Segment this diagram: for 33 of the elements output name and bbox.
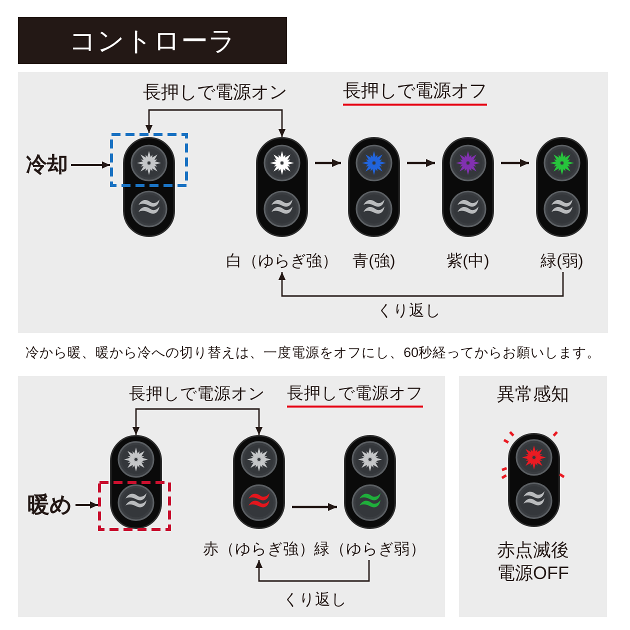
panel (459, 376, 607, 617)
highlight-frame (98, 481, 171, 531)
edge-label: 長押しで電源オン (143, 82, 287, 104)
panel-heading: 異常感知 (497, 384, 569, 406)
state-label: 青(強) (352, 252, 396, 272)
double-arrow (132, 408, 263, 435)
double-arrow (145, 109, 286, 137)
arrow (71, 161, 110, 169)
state-label: 白（ゆらぎ強） (226, 252, 338, 272)
edge-label: 長押しで電源オン (129, 385, 265, 405)
state-label: 緑(弱) (540, 252, 584, 272)
panel (18, 376, 445, 617)
arrow (501, 158, 529, 168)
edge-label: くり返し (283, 592, 347, 610)
highlight-frame (110, 133, 188, 187)
arrow (255, 560, 370, 582)
state-label: 緑（ゆらぎ弱） (314, 540, 426, 560)
state-label: 紫(中) (446, 252, 490, 272)
underlined-note: 長押しで電源オフ (287, 384, 423, 408)
note-text: 冷から暖、暖から冷への切り替えは、一度電源をオフにし、60秒経ってからお願いします。 (25, 344, 601, 362)
status-text: 赤点滅後電源OFF (496, 539, 570, 585)
panel (18, 72, 608, 333)
arrow (76, 501, 98, 509)
arrow (292, 502, 337, 512)
mode-label: 暖め (28, 492, 72, 518)
arrow (278, 272, 564, 297)
edge-label: くり返し (377, 302, 441, 322)
arrow (407, 158, 435, 168)
mode-label: 冷却 (26, 152, 68, 178)
arrow (315, 158, 341, 168)
state-label: 赤（ゆらぎ強） (203, 540, 315, 560)
underlined-note: 長押しで電源オフ (343, 80, 487, 106)
title-banner: コントローラ (18, 17, 287, 64)
